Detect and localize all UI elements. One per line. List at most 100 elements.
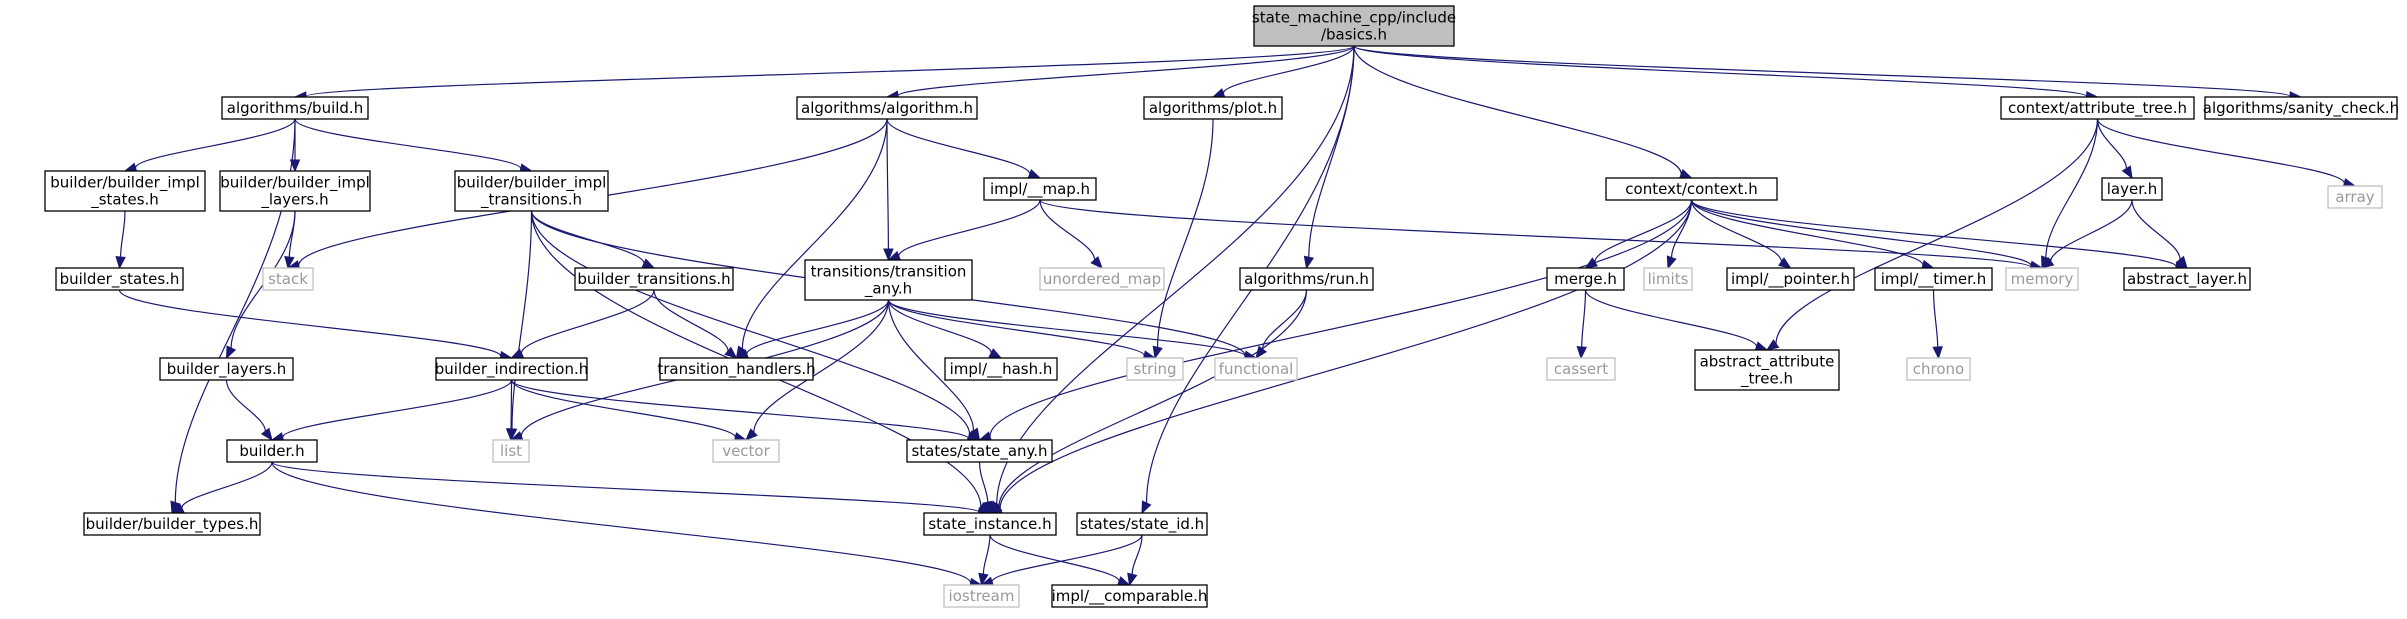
node-pointer[interactable]: impl/__pointer.h [1726,267,1855,291]
edge-bi-trans-to-b-trans [530,210,656,269]
node-state-inst[interactable]: state_instance.h [923,512,1057,536]
node-label: builder_states.h [60,270,180,289]
edge-state-inst-to-comparable [989,534,1131,587]
edge-trans-any-to-state-any [887,299,981,442]
edge-trans-any-to-handlers [735,299,890,359]
node-label: memory [2011,270,2074,288]
node-label: builder.h [239,442,304,460]
edge-trans-any-to-functional [887,299,1258,362]
node-hash[interactable]: impl/__hash.h [944,357,1058,381]
node-abs-attr[interactable]: abstract_attribute_tree.h [1694,349,1840,391]
node-string[interactable]: string [1126,357,1184,381]
edge-map-to-memory [1039,199,2044,273]
node-vector[interactable]: vector [712,439,780,463]
edge-merge-to-abs-attr [1584,289,1769,352]
edge-b-layers-to-builder [225,379,273,442]
node-label: builder/builder_impl [50,174,200,193]
node-label: limits [1648,270,1689,288]
edge-algorithm-to-map [886,118,1042,179]
node-merge[interactable]: merge.h [1546,267,1625,291]
nodes-layer: state_machine_cpp/include/basics.halgori… [44,5,2399,608]
edge-b-trans-to-handlers [653,289,738,359]
edge-map-to-unordered-map [1039,199,1103,269]
node-unordered-map[interactable]: unordered_map [1039,267,1165,291]
edge-context-to-state-any [978,199,1693,442]
node-algorithm[interactable]: algorithms/algorithm.h [796,96,978,120]
node-cassert[interactable]: cassert [1546,357,1616,381]
edge-timer-to-chrono [1932,289,1943,360]
edge-state-any-to-state-inst [978,461,993,515]
node-label: context/attribute_tree.h [2008,99,2187,118]
node-map[interactable]: impl/__map.h [983,177,1097,201]
node-memory[interactable]: memory [2005,267,2079,291]
node-state-id[interactable]: states/state_id.h [1076,512,1208,536]
node-label: _layers.h [260,191,328,210]
node-trans-any[interactable]: transitions/transition_any.h [804,259,973,301]
node-label: array [2335,188,2374,206]
node-label: _tree.h [1740,370,1793,389]
node-run[interactable]: algorithms/run.h [1239,267,1374,291]
node-label: context/context.h [1625,180,1757,198]
node-label: abstract_attribute [1700,353,1835,372]
node-timer[interactable]: impl/__timer.h [1874,267,1993,291]
node-label: abstract_layer.h [2127,270,2247,289]
node-sanity[interactable]: algorithms/sanity_check.h [2203,96,2399,120]
node-label: builder/builder_impl [457,174,607,193]
node-label: iostream [949,587,1015,605]
node-label: transitions/transition [811,263,967,281]
node-bi-layers[interactable]: builder/builder_impl_layers.h [219,170,371,212]
node-array[interactable]: array [2327,185,2383,209]
node-comparable[interactable]: impl/__comparable.h [1051,584,1208,608]
node-label: builder_indirection.h [435,360,588,379]
node-label: impl/__pointer.h [1731,270,1850,289]
node-b-states[interactable]: builder_states.h [55,267,184,291]
edges-layer [115,45,2357,589]
node-b-layers[interactable]: builder_layers.h [159,357,294,381]
node-plot[interactable]: algorithms/plot.h [1143,96,1283,120]
node-label: chrono [1913,360,1964,378]
edge-b-states-to-b-indir [118,289,513,362]
node-b-indir[interactable]: builder_indirection.h [435,357,588,381]
node-chrono[interactable]: chrono [1906,357,1971,381]
node-stack[interactable]: stack [262,267,314,291]
edge-attr-tree-to-array [2096,118,2357,189]
edge-context-to-limits [1666,199,1693,270]
node-iostream[interactable]: iostream [943,584,1020,608]
node-label: state_instance.h [928,515,1051,534]
node-label: vector [722,442,770,460]
node-bi-trans[interactable]: builder/builder_impl_transitions.h [454,170,609,212]
edge-map-to-trans-any [887,199,1041,261]
node-attr-tree[interactable]: context/attribute_tree.h [2000,96,2195,120]
node-label: impl/__comparable.h [1052,587,1208,606]
edge-attr-tree-to-memory [2041,118,2099,270]
node-label: /basics.h [1321,26,1387,44]
node-label: algorithms/run.h [1244,270,1369,288]
node-bi-states[interactable]: builder/builder_impl_states.h [44,170,206,212]
node-label: cassert [1554,360,1608,378]
edge-builder-to-state-inst [271,461,992,518]
node-label: state_machine_cpp/include [1252,9,1456,28]
node-label: string [1133,360,1176,378]
node-basics[interactable]: state_machine_cpp/include/basics.h [1252,5,1456,47]
node-builder[interactable]: builder.h [226,439,318,463]
edge-plot-to-string [1152,118,1214,360]
node-state-any[interactable]: states/state_any.h [906,439,1053,463]
edge-state-inst-to-iostream [978,534,991,587]
edge-state-id-to-iostream [980,534,1143,587]
node-b-types[interactable]: builder/builder_types.h [83,512,261,536]
node-context[interactable]: context/context.h [1605,177,1778,201]
node-abs-layer[interactable]: abstract_layer.h [2123,267,2251,291]
edge-builder-to-iostream [271,461,983,589]
node-functional[interactable]: functional [1214,357,1298,381]
node-b-trans[interactable]: builder_transitions.h [574,267,734,291]
edge-trans-any-to-vector [745,299,890,441]
node-build[interactable]: algorithms/build.h [221,96,369,120]
node-label: merge.h [1554,270,1617,288]
node-label: unordered_map [1043,270,1161,289]
node-limits[interactable]: limits [1643,267,1693,291]
node-handlers[interactable]: transition_handlers.h [657,357,816,381]
node-layer[interactable]: layer.h [2101,177,2163,201]
node-list[interactable]: list [492,439,530,463]
edge-context-to-merge [1584,199,1693,269]
node-label: algorithms/sanity_check.h [2203,99,2399,118]
